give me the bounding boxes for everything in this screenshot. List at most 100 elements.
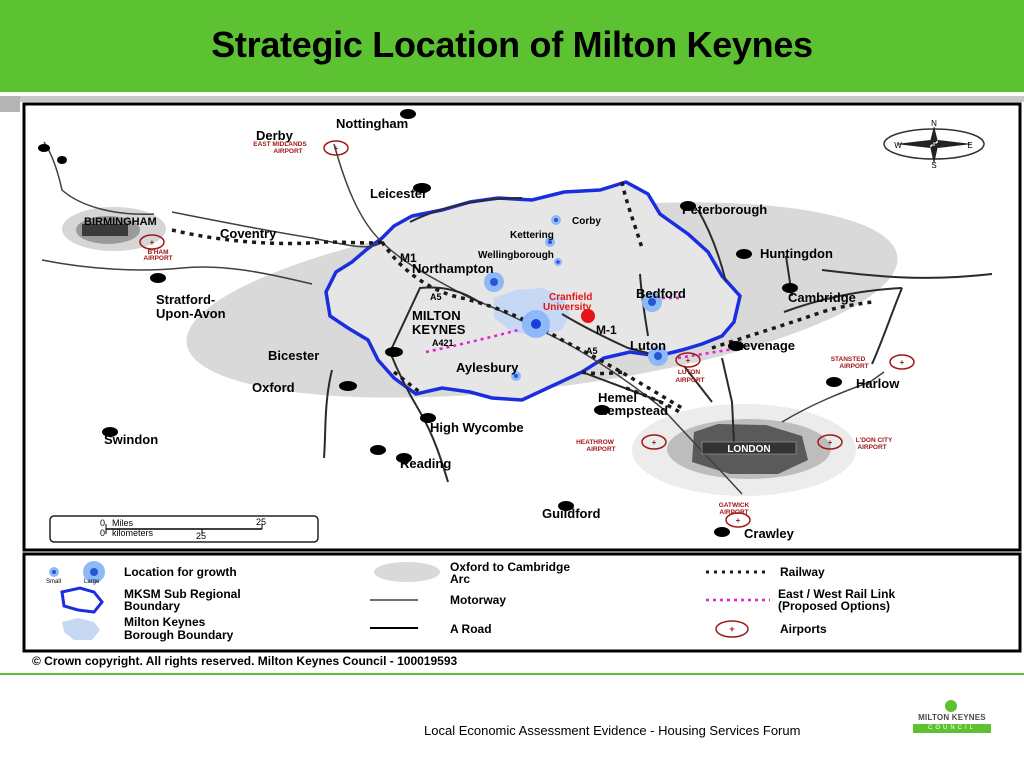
- label-a5-south: A5: [586, 346, 598, 356]
- scale-km-value: 25: [196, 531, 206, 541]
- label-stratford: Upon-Avon: [156, 306, 226, 321]
- scale-zero-km: 0: [100, 528, 105, 538]
- east-west-rail-link: [425, 296, 741, 360]
- label-harlow: Harlow: [856, 376, 900, 391]
- legend-panel: [22, 552, 1022, 653]
- svg-text:+: +: [900, 358, 905, 367]
- legend: Small Large Location for growth MKSM Sub…: [46, 560, 895, 642]
- label-stratford: Stratford-: [156, 292, 215, 307]
- map-svg: + + + + + + + EAST MIDLANDS AIRPORT B'HA…: [22, 102, 1022, 668]
- legend-railway: Railway: [780, 565, 825, 579]
- airport-label: AIRPORT: [586, 446, 615, 453]
- legend-large: Large: [84, 579, 100, 585]
- legend-airports: Airports: [780, 622, 827, 636]
- label-cranfield: University: [543, 302, 592, 313]
- footer-separator: [0, 673, 1024, 675]
- growth-large: [484, 272, 668, 366]
- svg-text:+: +: [334, 144, 339, 153]
- airport-label: HEATHROW: [576, 439, 615, 446]
- label-birmingham: BIRMINGHAM: [84, 216, 157, 228]
- airport-label: AIRPORT: [857, 444, 886, 451]
- title-separator-corner: [0, 96, 20, 112]
- label-stevenage: Stevenage: [730, 338, 795, 353]
- railways: [171, 181, 873, 416]
- legend-a-road: A Road: [450, 622, 492, 636]
- cranfield-marker: [581, 309, 595, 323]
- birmingham-core: [82, 224, 128, 236]
- label-milton-keynes: KEYNES: [412, 322, 466, 337]
- slide-title: Strategic Location of Milton Keynes: [211, 24, 813, 65]
- label-nottingham: Nottingham: [336, 116, 408, 131]
- legend-mk-borough: Borough Boundary: [124, 628, 234, 642]
- legend-arc: Arc: [450, 572, 470, 586]
- label-high-wycombe: High Wycombe: [430, 420, 524, 435]
- airport-label: AIRPORT: [719, 509, 748, 516]
- scale-bar: 0 0 Miles kilometers 25 25: [49, 515, 319, 543]
- compass-rose: N S W E: [883, 119, 985, 170]
- label-hemel-hempstead: Hemel: [598, 390, 637, 405]
- scale-miles-value: 25: [256, 517, 266, 527]
- label-leicester: Leicester: [370, 186, 427, 201]
- airport-label: B'HAM: [147, 249, 168, 256]
- airport-label: EAST MIDLANDS: [253, 141, 307, 148]
- label-luton: Luton: [630, 338, 666, 353]
- scale-zero-miles: 0: [100, 518, 105, 528]
- airport-label: AIRPORT: [839, 363, 868, 370]
- airport-label: AIRPORT: [143, 255, 172, 262]
- scale-miles-label: Miles: [112, 518, 134, 528]
- svg-text:+: +: [729, 624, 734, 634]
- label-m1-south: M-1: [596, 323, 617, 337]
- title-bar: [0, 0, 1024, 92]
- label-hemel-hempstead: Hempstead: [598, 403, 668, 418]
- label-milton-keynes: MILTON: [412, 308, 461, 323]
- copyright-notice: © Crown copyright. All rights reserved. …: [32, 654, 458, 668]
- label-oxford: Oxford: [252, 380, 295, 395]
- label-a5-north: A5: [430, 292, 442, 302]
- compass-n: N: [931, 119, 937, 128]
- footer-text: Local Economic Assessment Evidence - Hou…: [424, 723, 801, 738]
- label-cranfield: Cranfield: [549, 292, 592, 303]
- label-bedford: Bedford: [636, 286, 686, 301]
- compass-e: E: [967, 141, 972, 150]
- label-corby: Corby: [572, 216, 601, 227]
- label-northampton: Northampton: [412, 261, 494, 276]
- airport-label: AIRPORT: [273, 148, 302, 155]
- label-peterborough: Peterborough: [682, 202, 767, 217]
- airport-crosses: + + + + + + +: [150, 144, 905, 525]
- legend-arc: Oxford to Cambridge: [450, 560, 570, 574]
- town-dots: [38, 109, 842, 537]
- legend-mksm: MKSM Sub Regional: [124, 587, 241, 601]
- airport-label: AIRPORT: [675, 377, 704, 384]
- label-bicester: Bicester: [268, 348, 319, 363]
- label-kettering: Kettering: [510, 230, 554, 241]
- legend-motorway: Motorway: [450, 593, 506, 607]
- logo-leaf-icon: [945, 700, 957, 712]
- label-london: LONDON: [727, 444, 770, 455]
- logo-bar: [913, 724, 991, 733]
- growth-small: [511, 215, 562, 381]
- airport-label: LUTON: [678, 369, 701, 376]
- svg-text:+: +: [686, 356, 691, 365]
- airport-icons: [139, 140, 915, 528]
- title-separator: [0, 96, 1024, 102]
- label-swindon: Swindon: [104, 432, 158, 447]
- airport-label: STANSTED: [831, 356, 866, 363]
- map-figure: + + + + + + + EAST MIDLANDS AIRPORT B'HA…: [22, 102, 1022, 672]
- legend-small: Small: [46, 579, 61, 585]
- label-huntingdon: Huntingdon: [760, 246, 833, 261]
- label-cambridge: Cambridge: [788, 290, 856, 305]
- legend-ewrl: (Proposed Options): [778, 599, 890, 613]
- label-aylesbury: Aylesbury: [456, 360, 519, 375]
- legend-ewrl: East / West Rail Link: [778, 587, 895, 601]
- svg-text:+: +: [736, 516, 741, 525]
- legend-mksm: Boundary: [124, 599, 180, 613]
- scale-km-label: kilometers: [112, 528, 154, 538]
- label-reading: Reading: [400, 456, 451, 471]
- logo-sub: COUNCIL: [927, 725, 976, 731]
- label-derby: Derby: [256, 128, 294, 143]
- airport-label: L'DON CITY: [856, 437, 893, 444]
- label-wellingborough: Wellingborough: [478, 250, 554, 261]
- label-guildford: Guildford: [542, 506, 601, 521]
- compass-s: S: [931, 161, 936, 170]
- label-m1-north: M1: [400, 251, 417, 265]
